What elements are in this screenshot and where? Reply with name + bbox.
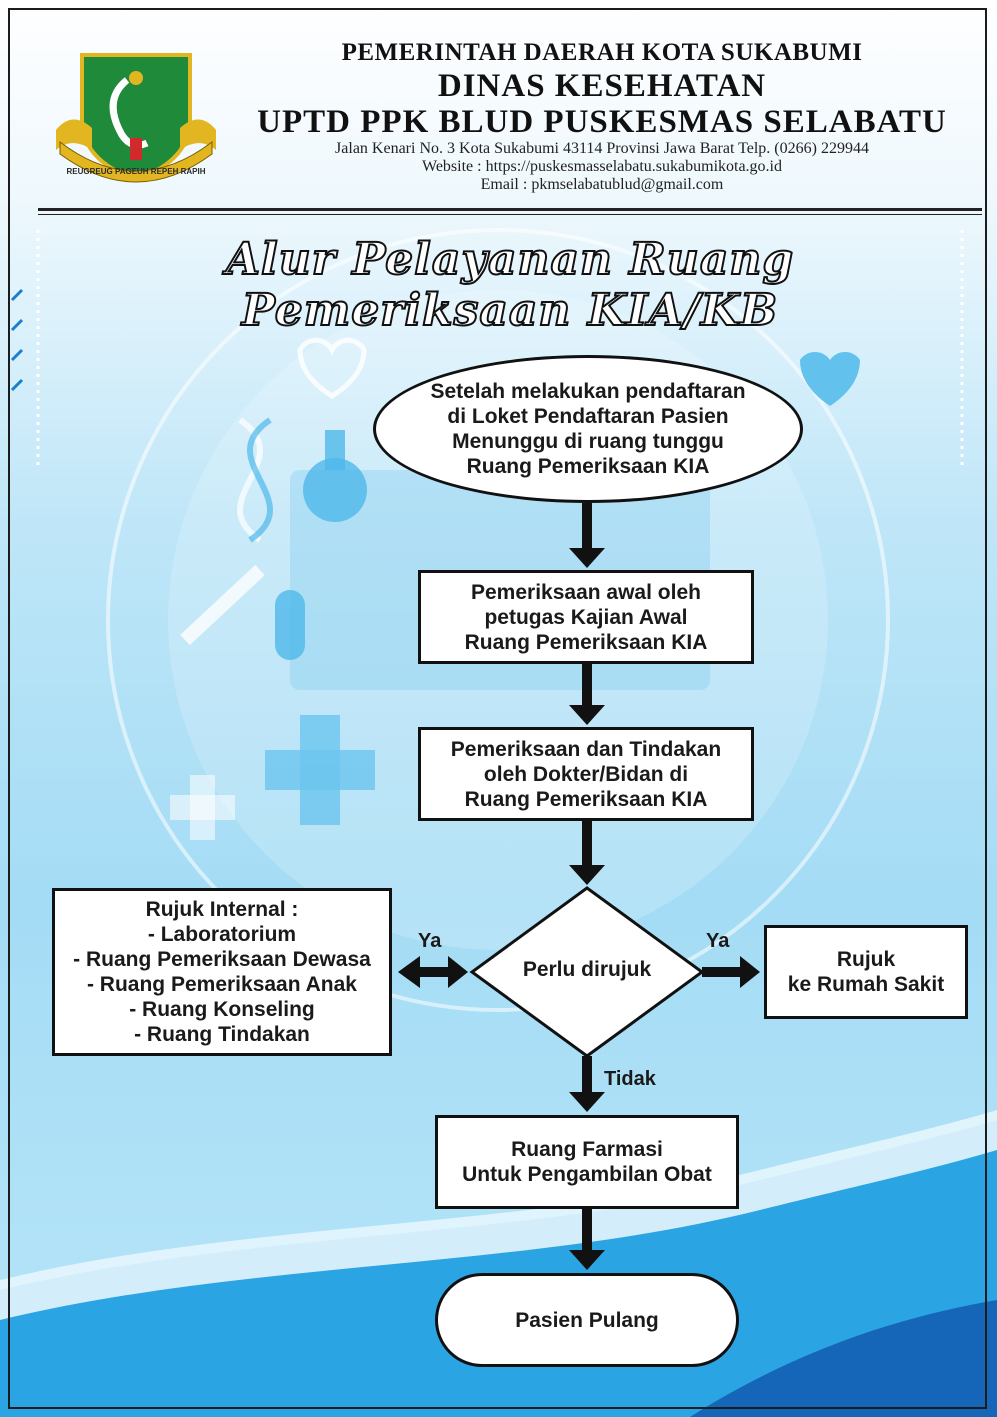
label-ya-right: Ya [706,930,730,952]
header-line-government: PEMERINTAH DAERAH KOTA SUKABUMI [341,39,863,66]
step-doctor-exam: Pemeriksaan dan Tindakan oleh Dokter/Bid… [418,727,754,821]
internal-referral-box: Rujuk Internal : - Laboratorium - Ruang … [52,888,392,1056]
decision-text: Perlu dirujuk [522,958,652,981]
arrow-dokter-to-decision [569,821,605,885]
arrow-decision-to-rumah-sakit [702,956,760,988]
internal-referral-text: Rujuk Internal : - Laboratorium - Ruang … [73,898,371,1046]
end-terminal: Pasien Pulang [435,1273,739,1367]
step-initial-exam-text: Pemeriksaan awal oleh petugas Kajian Awa… [464,580,708,654]
arrow-farmasi-to-end [569,1209,605,1270]
hospital-referral-text: Rujuk ke Rumah Sakit [787,948,945,996]
poster-title: Alur Pelayanan Ruang Pemeriksaan KIA/KB [225,233,795,337]
arrow-decision-to-farmasi [569,1056,605,1112]
city-emblem-logo: REUGREUG PAGEUH REPEH RAPIH [56,53,216,183]
arrow-awal-to-dokter [569,664,605,725]
end-text: Pasien Pulang [515,1308,659,1332]
pharmacy-box: Ruang Farmasi Untuk Pengambilan Obat [435,1115,739,1209]
header-line-puskesmas: UPTD PPK BLUD PUSKESMAS SELABATU [257,104,947,140]
start-text: Setelah melakukan pendaftaran di Loket P… [430,380,746,478]
header-divider-thin [38,214,982,215]
logo-motto: REUGREUG PAGEUH REPEH RAPIH [67,167,206,176]
start-ellipse: Setelah melakukan pendaftaran di Loket P… [373,355,803,503]
arrow-decision-to-internal [398,956,468,988]
label-tidak: Tidak [604,1068,656,1090]
letterhead: PEMERINTAH DAERAH KOTA SUKABUMI DINAS KE… [236,38,968,194]
pharmacy-text: Ruang Farmasi Untuk Pengambilan Obat [462,1138,712,1186]
arrow-start-to-awal [569,503,605,568]
header-divider-thick [38,208,982,211]
label-ya-left: Ya [418,930,442,952]
header-website: Website : https://puskesmasselabatu.suka… [422,158,782,175]
header-line-department: DINAS KESEHATAN [437,68,767,104]
step-doctor-exam-text: Pemeriksaan dan Tindakan oleh Dokter/Bid… [450,737,722,811]
hospital-referral-box: Rujuk ke Rumah Sakit [764,925,968,1019]
header-address: Jalan Kenari No. 3 Kota Sukabumi 43114 P… [335,140,869,157]
step-initial-exam: Pemeriksaan awal oleh petugas Kajian Awa… [418,570,754,664]
header-email: Email : pkmselabatublud@gmail.com [480,176,724,193]
